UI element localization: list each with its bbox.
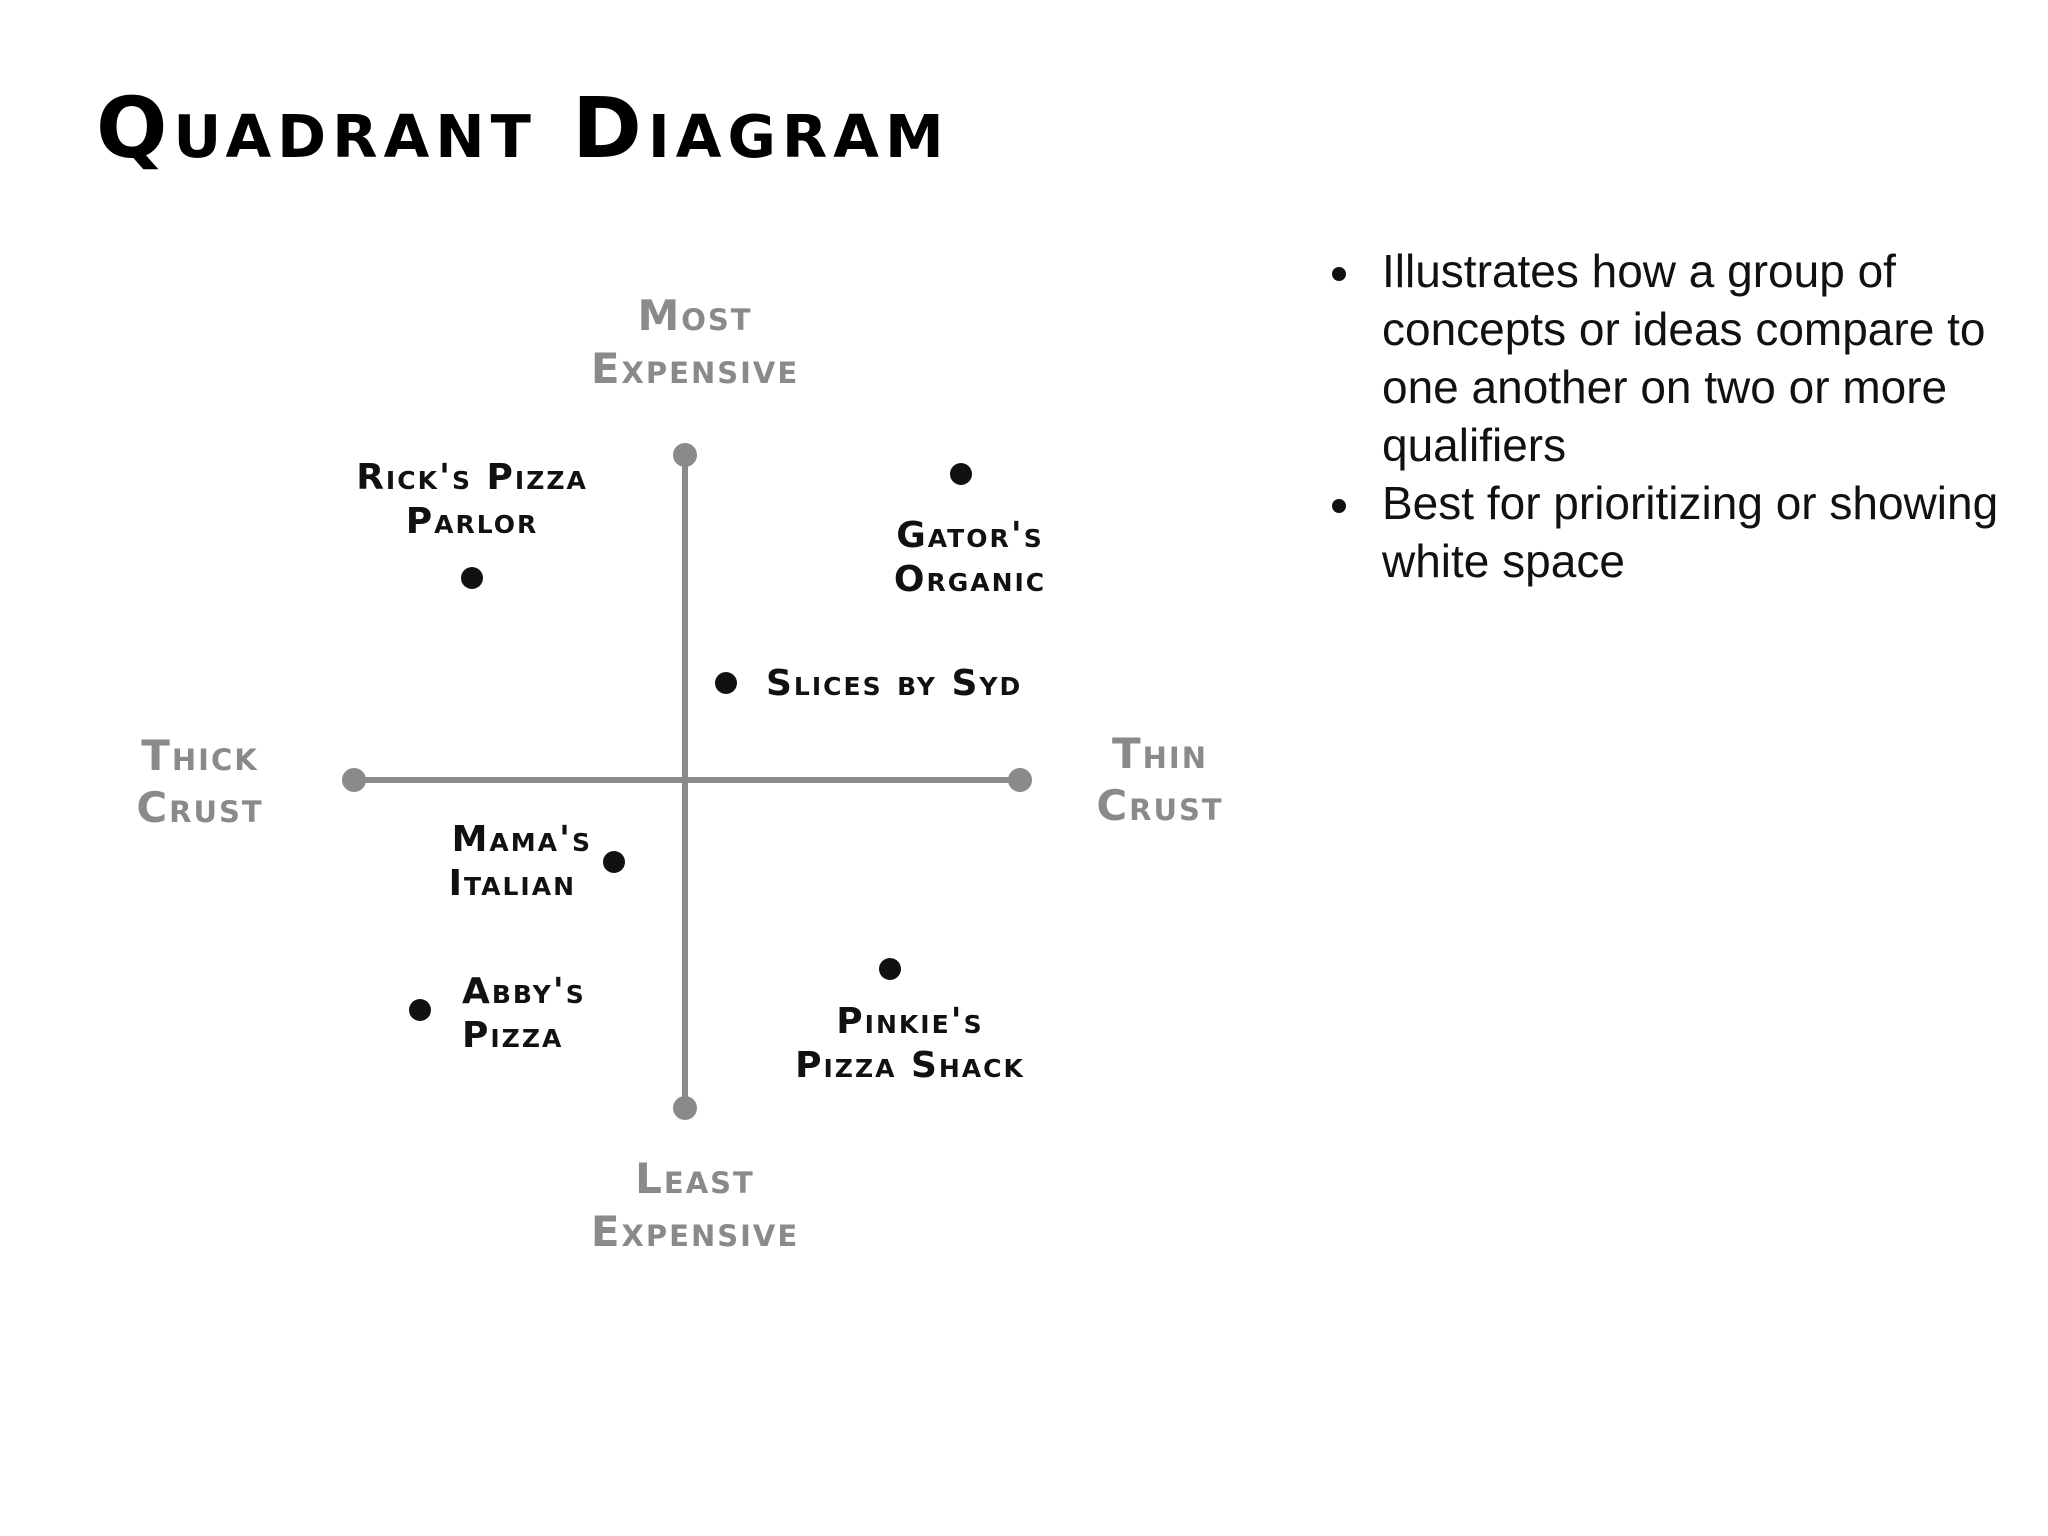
item-ricks-pizza-parlor: Rick's Pizza Parlor	[356, 457, 588, 589]
quadrant-diagram: Most Expensive Least Expensive Thick Cru…	[136, 291, 1223, 1256]
item-pinkies-pizza-shack: Pinkie's Pizza Shack	[795, 958, 1025, 1086]
item-label-line1: Slices by Syd	[766, 663, 1022, 704]
data-point	[461, 567, 483, 589]
data-point	[950, 463, 972, 485]
item-abbys-pizza: Abby's Pizza	[409, 971, 586, 1056]
item-label-line1: Rick's Pizza	[356, 457, 588, 498]
axis-labels: Most Expensive Least Expensive Thick Cru…	[136, 291, 1223, 1256]
item-label-line2: Italian	[449, 863, 576, 904]
bullet-list: Illustrates how a group of concepts or i…	[1332, 242, 2032, 590]
item-label-line2: Parlor	[406, 501, 539, 542]
bullet-item: Best for prioritizing or showing white s…	[1332, 474, 2032, 590]
data-point	[409, 999, 431, 1021]
bullet-item: Illustrates how a group of concepts or i…	[1332, 242, 2032, 474]
axis-label-right-line2: Crust	[1096, 781, 1223, 830]
axis-label-left-line1: Thick	[141, 731, 258, 780]
axes	[342, 443, 1032, 1120]
axis-label-right-line1: Thin	[1112, 729, 1208, 778]
axis-end-left	[342, 768, 366, 792]
item-label-line1: Gator's	[896, 515, 1044, 556]
data-point	[603, 851, 625, 873]
axis-label-bottom-line2: Expensive	[591, 1207, 799, 1256]
item-mamas-italian: Mama's Italian	[449, 819, 625, 904]
item-gators-organic: Gator's Organic	[894, 463, 1046, 600]
data-point	[715, 672, 737, 694]
axis-end-right	[1008, 768, 1032, 792]
axis-end-bottom	[673, 1096, 697, 1120]
item-label-line2: Pizza Shack	[795, 1045, 1025, 1086]
data-point	[879, 958, 901, 980]
page-title: Quadrant Diagram	[96, 79, 950, 177]
item-label-line1: Pinkie's	[836, 1001, 983, 1042]
axis-label-left-line2: Crust	[136, 783, 263, 832]
item-label-line1: Mama's	[452, 819, 592, 860]
axis-label-top-line1: Most	[637, 291, 752, 340]
item-label-line2: Pizza	[462, 1015, 563, 1056]
item-label-line1: Abby's	[462, 971, 586, 1012]
axis-label-top-line2: Expensive	[591, 344, 799, 393]
item-slices-by-syd: Slices by Syd	[715, 663, 1022, 704]
axis-end-top	[673, 443, 697, 467]
item-label-line2: Organic	[894, 559, 1046, 600]
axis-label-bottom-line1: Least	[635, 1154, 755, 1203]
